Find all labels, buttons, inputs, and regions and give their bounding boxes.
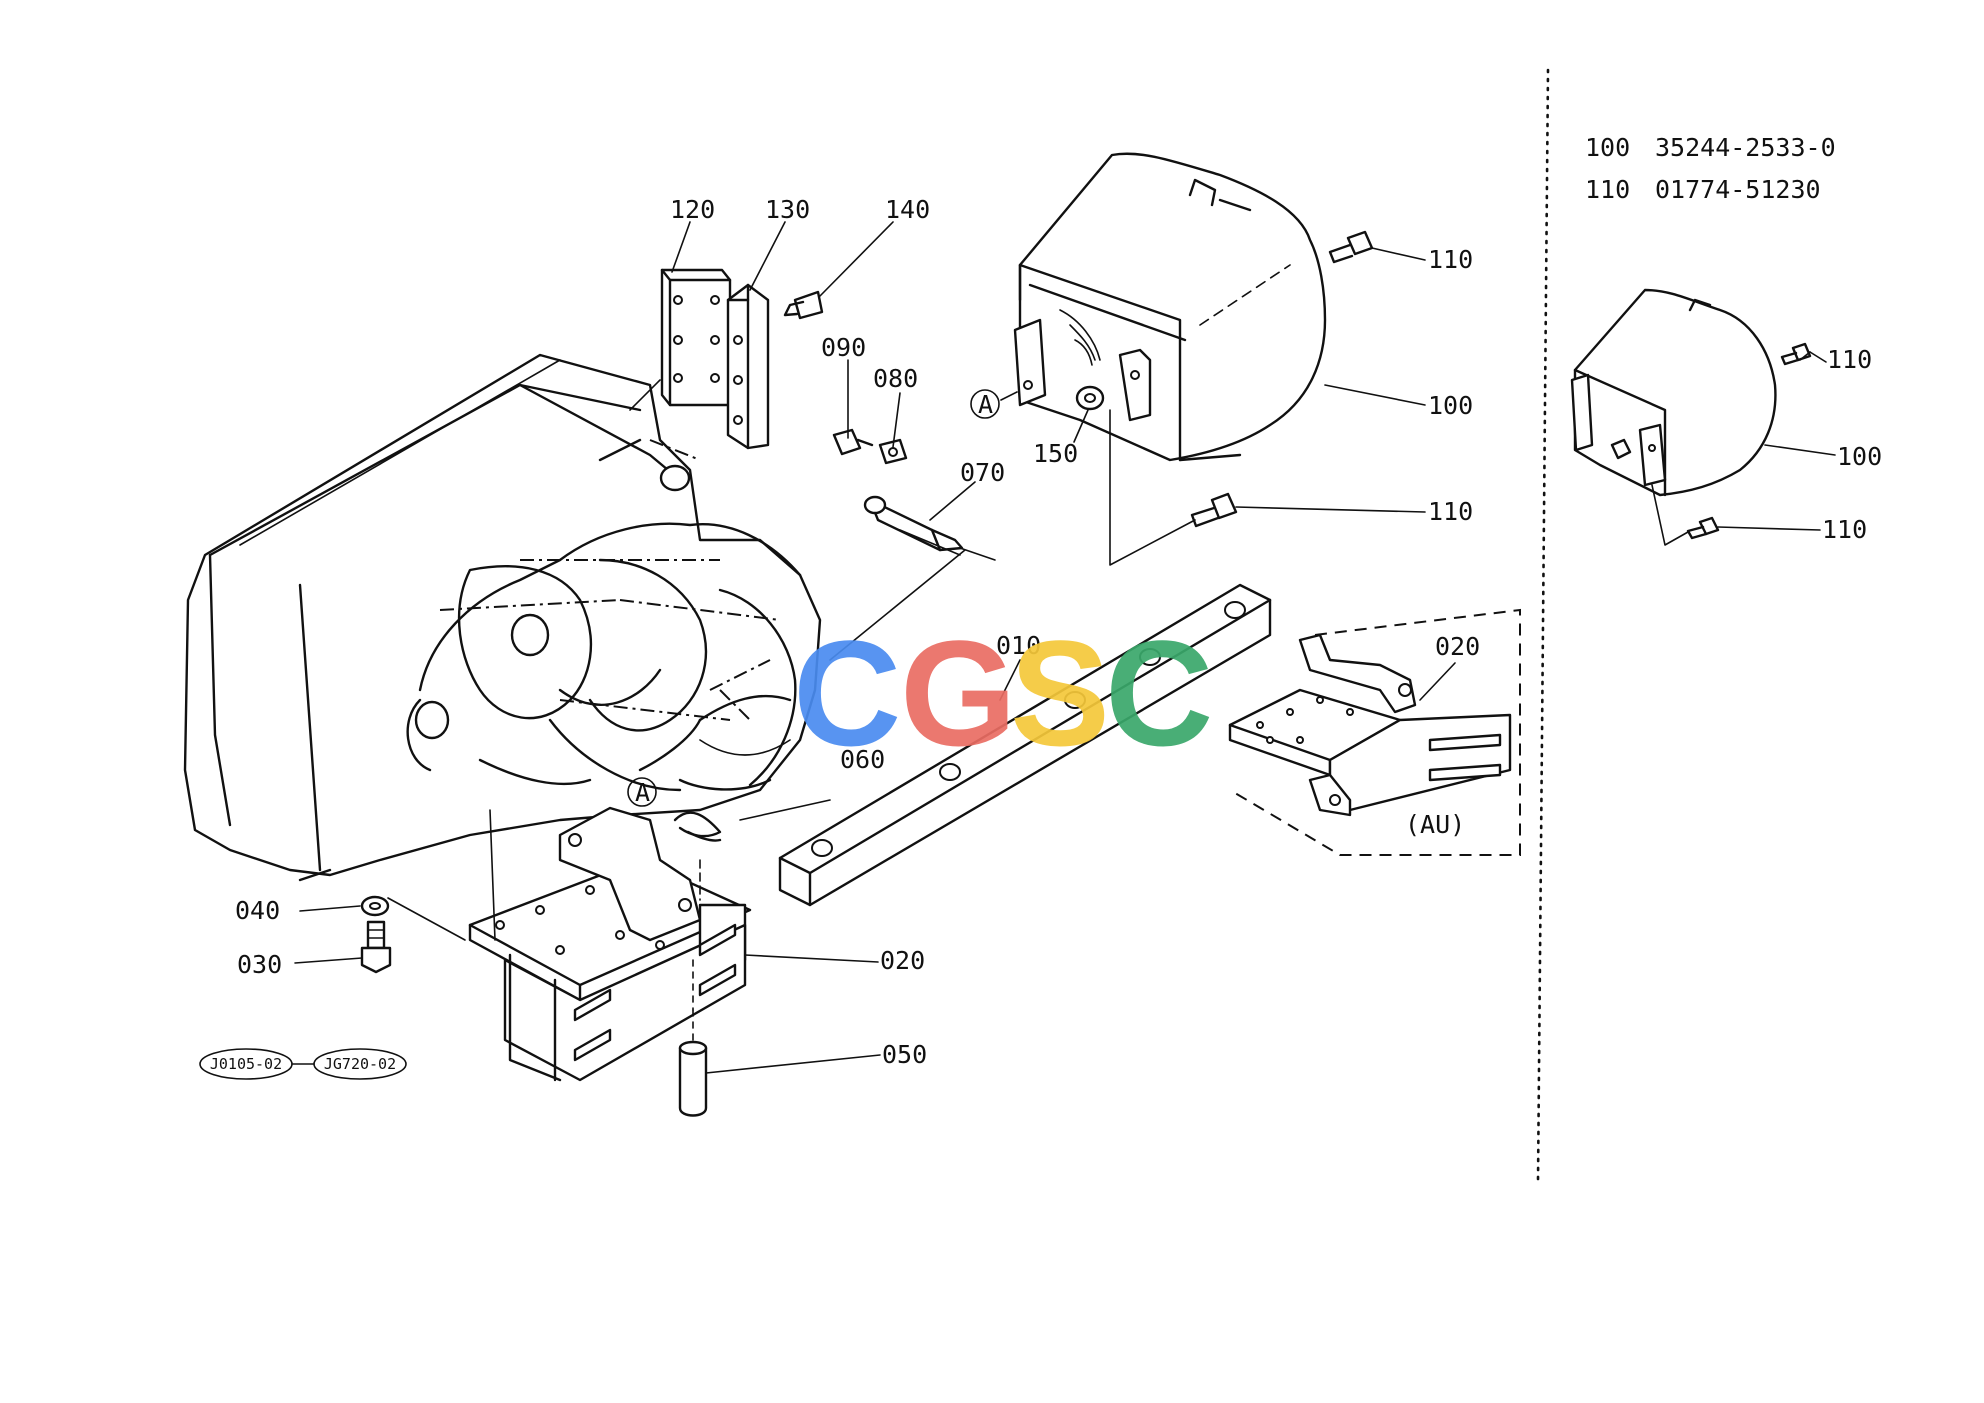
marker-a-left: A bbox=[978, 390, 993, 419]
alt-part-number-1: 35244-2533-0 bbox=[1655, 133, 1836, 162]
bolt-110-alt-upper bbox=[1780, 342, 1812, 366]
engine-housing bbox=[183, 353, 822, 882]
bolt-110-alt-lower bbox=[1686, 516, 1720, 540]
bracket-plate-130 bbox=[726, 283, 770, 450]
variant-outline bbox=[1229, 608, 1521, 856]
alt-part-ref-1: 100 bbox=[1585, 133, 1630, 162]
callout-020: 020 bbox=[880, 946, 925, 975]
callout-130: 130 bbox=[765, 195, 810, 224]
callout-labels: 120 130 140 090 080 070 150 110 100 110 … bbox=[235, 195, 1882, 1069]
leader-040-to-bracket bbox=[387, 897, 466, 941]
callout-110-d: 110 bbox=[1822, 515, 1867, 544]
leader-hood-to-bolt bbox=[1109, 409, 1196, 566]
marker-a-bottom: A bbox=[635, 778, 650, 807]
callout-060: 060 bbox=[840, 745, 885, 774]
callout-090: 090 bbox=[821, 333, 866, 362]
alt-part-ref-2: 110 bbox=[1585, 175, 1630, 204]
callout-040: 040 bbox=[235, 896, 280, 925]
hood-cover-100-alt bbox=[1570, 288, 1777, 497]
watermark-letter-2: G bbox=[900, 609, 1017, 777]
bolt-090 bbox=[832, 428, 874, 456]
callout-150: 150 bbox=[1033, 439, 1078, 468]
callout-020-au: 020 bbox=[1435, 632, 1480, 661]
callout-010: 010 bbox=[996, 631, 1041, 660]
variant-label-au: (AU) bbox=[1405, 810, 1465, 839]
callout-leaders bbox=[294, 221, 1836, 1074]
panel-divider bbox=[1536, 68, 1550, 1182]
callout-100-alt: 100 bbox=[1837, 442, 1882, 471]
marker-circle-a-left bbox=[970, 389, 1000, 419]
watermark-letter-3: S bbox=[1010, 609, 1110, 777]
leader-alt-hood-to-bolt bbox=[1651, 484, 1689, 546]
drawbar-010 bbox=[778, 583, 1272, 907]
alt-part-number-2: 01774-51230 bbox=[1655, 175, 1821, 204]
leader-a-left bbox=[1000, 391, 1018, 401]
callout-100: 100 bbox=[1428, 391, 1473, 420]
leader-pin-to-housing bbox=[829, 529, 966, 661]
callout-110-c: 110 bbox=[1827, 345, 1872, 374]
reference-tag-2: JG720-02 bbox=[324, 1055, 396, 1073]
callout-050: 050 bbox=[882, 1040, 927, 1069]
marker-circle-a-bottom bbox=[627, 777, 657, 807]
reference-tag-1: J0105-02 bbox=[210, 1055, 282, 1073]
watermark-letter-4: C bbox=[1105, 609, 1213, 777]
callout-110-b: 110 bbox=[1428, 497, 1473, 526]
callout-030: 030 bbox=[237, 950, 282, 979]
hitch-bracket-020-au bbox=[1228, 633, 1512, 817]
washer-040 bbox=[360, 895, 390, 917]
pin-050 bbox=[678, 1009, 708, 1117]
leader-060 bbox=[739, 799, 831, 821]
lynch-pin-060 bbox=[673, 811, 722, 842]
hitch-bracket-020 bbox=[468, 806, 752, 1082]
bolt-110-lower bbox=[1190, 492, 1238, 528]
washer-150 bbox=[1075, 385, 1105, 411]
bolt-140 bbox=[783, 290, 824, 320]
callout-070: 070 bbox=[960, 458, 1005, 487]
nut-080 bbox=[878, 438, 908, 465]
bolt-030 bbox=[360, 920, 392, 974]
callout-110-a: 110 bbox=[1428, 245, 1473, 274]
callout-120: 120 bbox=[670, 195, 715, 224]
reference-tags: J0105-02 JG720-02 bbox=[199, 1048, 407, 1080]
leader-housing-to-bracket bbox=[489, 809, 496, 941]
callout-140: 140 bbox=[885, 195, 930, 224]
watermark-letter-1: C bbox=[793, 609, 901, 777]
alternate-parts-list: 100 35244-2533-0 110 01774-51230 bbox=[1585, 133, 1836, 204]
pin-070 bbox=[863, 495, 996, 561]
bolt-110-upper bbox=[1328, 230, 1374, 264]
bracket-plate-120 bbox=[660, 268, 732, 407]
hood-cover-100 bbox=[1013, 152, 1327, 462]
watermark: C G S C bbox=[793, 609, 1213, 777]
callout-080: 080 bbox=[873, 364, 918, 393]
leader-plate-to-housing bbox=[629, 379, 661, 411]
